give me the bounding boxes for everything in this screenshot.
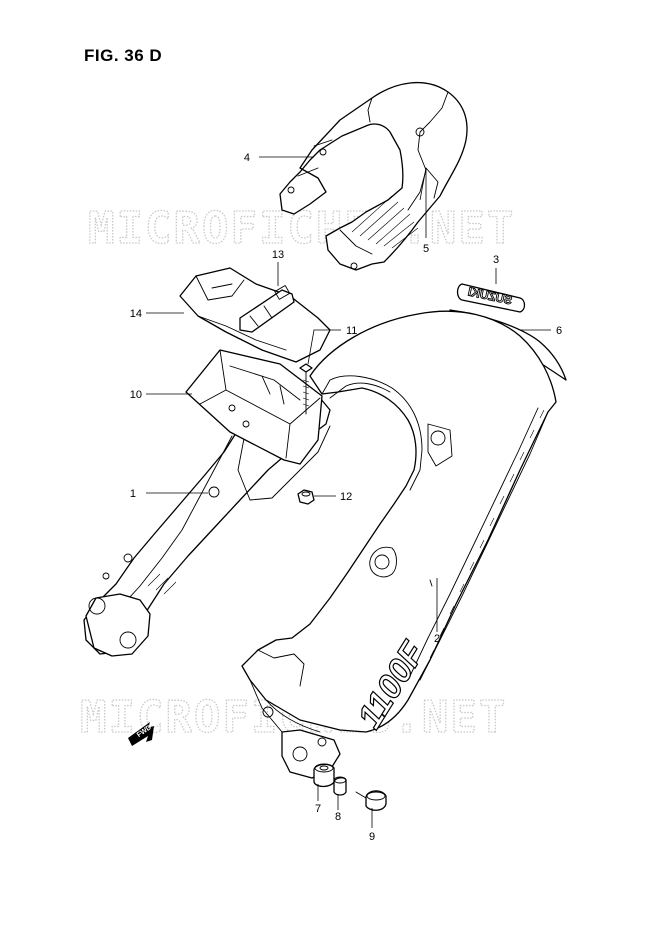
callout-7: 7 <box>315 803 321 815</box>
part-1-seat-rail <box>83 397 331 657</box>
callout-4: 4 <box>244 152 250 164</box>
callout-11: 11 <box>346 325 357 337</box>
callout-5: 5 <box>423 243 429 255</box>
callout-6: 6 <box>556 325 562 337</box>
part-3-brand-emblem: SUZUKI <box>456 283 526 313</box>
part-11-screw <box>299 363 313 415</box>
callout-9: 9 <box>369 831 375 843</box>
figure-title: FIG. 36 D <box>84 46 163 65</box>
part-2-main-tail-cover: 1100F <box>241 310 557 779</box>
callout-10: 10 <box>130 389 142 401</box>
watermark-top: MICROFICHES.NET <box>88 203 515 254</box>
part-10-tray <box>185 349 323 465</box>
part-7-grommet <box>313 763 335 788</box>
callout-2: 2 <box>434 633 440 645</box>
callout-8: 8 <box>335 811 341 823</box>
callout-12: 12 <box>340 491 352 503</box>
part-9-bolt <box>355 790 387 811</box>
part-8-collar <box>333 776 347 796</box>
part-5-upper-cover <box>279 81 468 271</box>
callout-1: 1 <box>130 488 136 500</box>
part-13-strap <box>239 285 295 333</box>
callout-14: 14 <box>130 308 142 320</box>
part-12-nut <box>297 489 315 505</box>
callout-3: 3 <box>493 254 499 266</box>
leader-lines <box>146 156 551 828</box>
callout-13: 13 <box>272 249 284 261</box>
